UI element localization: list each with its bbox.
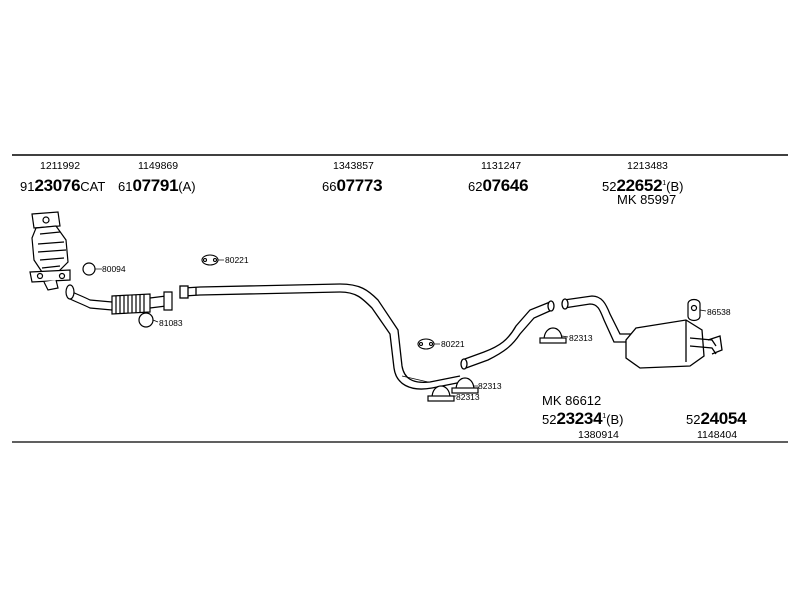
part-number-5-suffix: (B) [666, 179, 684, 194]
clamp-82313-left [427, 385, 455, 402]
gasket-80221-top [201, 254, 219, 266]
part-number-2: 6107791(A) [118, 177, 196, 194]
part-number-6: 52232341(B) [542, 410, 624, 427]
part-number-7: 5224054 [686, 409, 747, 428]
part-ref-5: 1213483 [627, 160, 668, 172]
part-number-2-suffix: (A) [178, 179, 196, 194]
part-number-6-suffix: (B) [606, 412, 624, 427]
part-ref-1: 1211992 [40, 160, 81, 172]
part-ref-2: 1149869 [138, 160, 179, 172]
part-number-5-main: 22652 [616, 176, 663, 195]
part-number-1-main: 23076 [34, 176, 81, 195]
callout-81083: 81083 [159, 318, 183, 328]
part-number-7-prefix: 52 [686, 412, 701, 427]
callout-80094: 80094 [102, 264, 126, 274]
part-ref-4: 1131247 [481, 160, 522, 172]
part-number-7-main: 24054 [700, 409, 747, 428]
part-number-3: 6607773 [322, 176, 383, 195]
callout-86538: 86538 [707, 307, 731, 317]
seal-ring-81083 [138, 312, 154, 328]
part-number-1: 9123076CAT [20, 177, 105, 194]
gasket-80094 [82, 262, 96, 276]
rear-silencer-assembly [561, 295, 723, 369]
part-number-4-prefix: 62 [468, 179, 483, 194]
hanger-86538 [687, 298, 701, 322]
part-number-2-main: 07791 [132, 176, 179, 195]
leader-lines [95, 259, 707, 397]
part-number-6-prefix: 52 [542, 412, 557, 427]
part-number-1-suffix: CAT [80, 179, 106, 194]
centre-pipe [460, 300, 555, 370]
part-number-5: 52226521(B) [602, 177, 684, 194]
intermediate-pipe [179, 283, 463, 390]
front-pipe [65, 284, 173, 315]
part-mk-5: MK 85997 [617, 192, 677, 207]
part-number-3-main: 07773 [336, 176, 383, 195]
clamp-82313-mid [451, 377, 479, 394]
part-number-6-note: 1 [602, 413, 607, 420]
part-mk-6: MK 86612 [542, 393, 602, 408]
callout-80221-centre: 80221 [441, 339, 465, 349]
callout-80221-top: 80221 [225, 255, 249, 265]
part-number-6-main: 23234 [556, 409, 603, 428]
part-ref-3: 1343857 [333, 160, 374, 172]
gasket-80221-centre [417, 338, 435, 350]
part-number-1-prefix: 91 [20, 179, 35, 194]
clamp-82313-right [539, 327, 567, 344]
catalytic-converter [29, 211, 71, 291]
part-number-5-note: 1 [662, 180, 667, 187]
callout-82313-mid: 82313 [478, 381, 502, 391]
part-number-2-prefix: 61 [118, 179, 133, 194]
part-number-3-prefix: 66 [322, 179, 337, 194]
part-ref-7: 1148404 [697, 429, 738, 441]
part-ref-6: 1380914 [578, 429, 619, 441]
part-number-4-main: 07646 [482, 176, 529, 195]
part-number-5-prefix: 52 [602, 179, 617, 194]
callout-82313-left: 82313 [456, 392, 480, 402]
callout-82313-right: 82313 [569, 333, 593, 343]
part-number-4: 6207646 [468, 176, 529, 195]
